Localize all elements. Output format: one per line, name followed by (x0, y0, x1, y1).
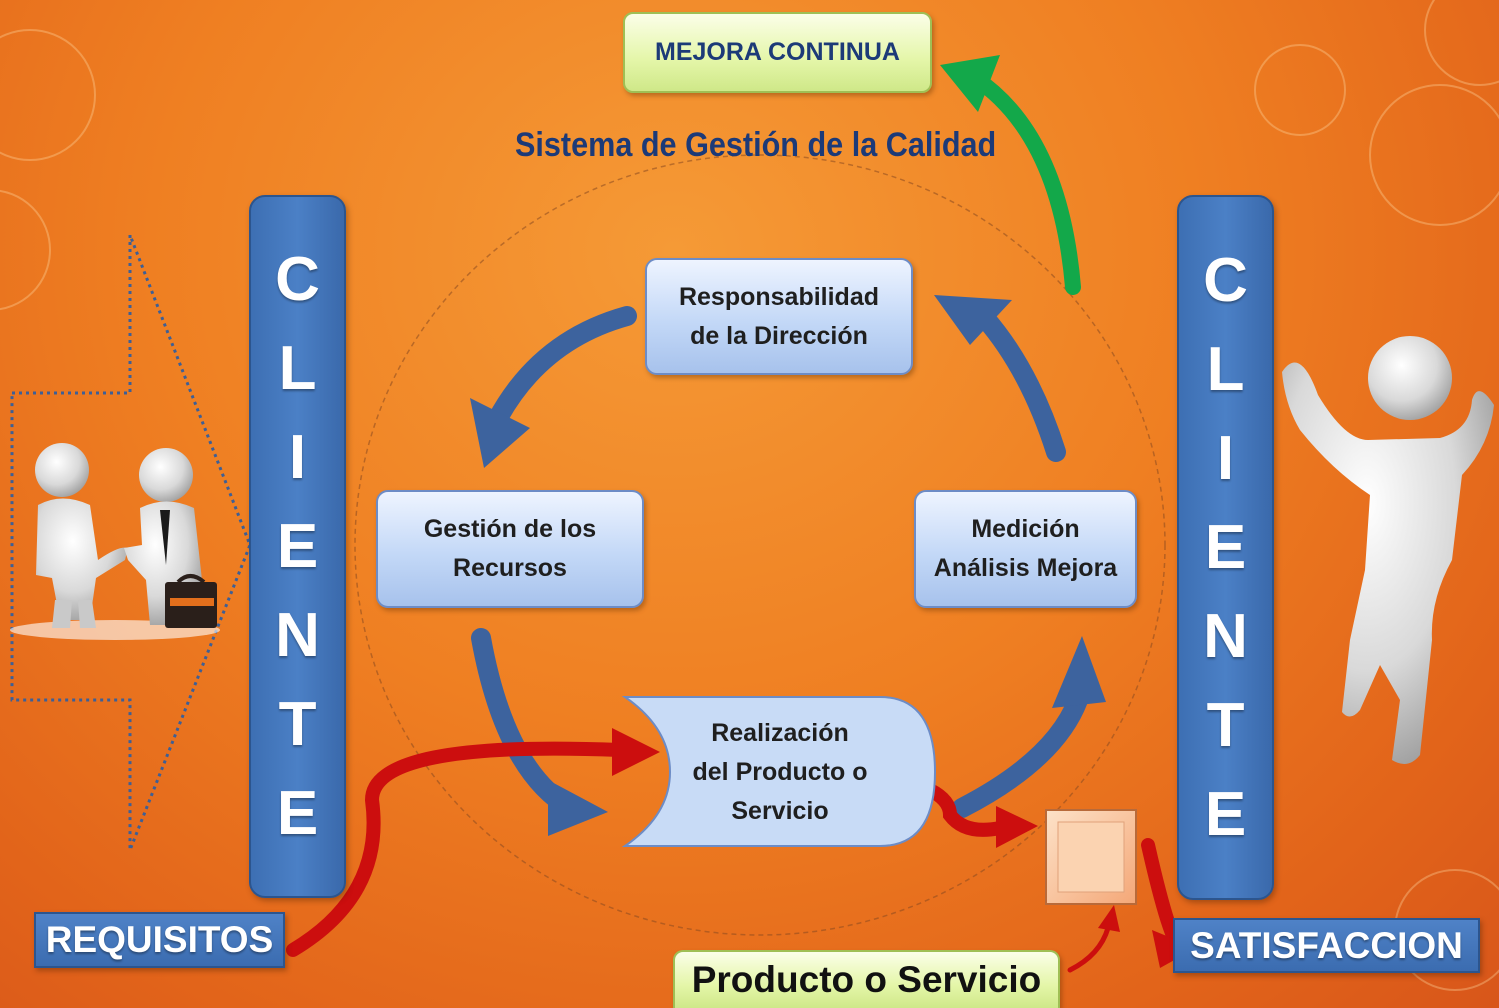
cliente-left-bar: C L I E N T E (249, 195, 346, 898)
requisitos-flow-arrow (286, 741, 627, 957)
requisitos-label: REQUISITOS (34, 912, 285, 968)
cycle-arrow-realizacion-to-medicion (952, 690, 1088, 818)
flow-arrows (286, 728, 1196, 973)
cliente-right-letter: L (1206, 335, 1245, 404)
cliente-left-letter: T (278, 690, 317, 759)
cliente-right-letter: E (1204, 780, 1247, 849)
requisitos-flow-arrow-head (612, 728, 660, 776)
cliente-right-letter: T (1206, 691, 1245, 760)
realizacion-text: Realización del Producto o Servicio (670, 705, 890, 840)
realizacion-shape (621, 696, 937, 847)
responsabilidad-line1: Responsabilidad (678, 282, 880, 311)
cliente-right-letter: I (1216, 424, 1235, 493)
producto-servicio-box: Producto o Servicio (673, 950, 1060, 1008)
satisfaccion-label: SATISFACCION (1173, 918, 1480, 973)
medicion-box: Medición Análisis Mejora (914, 490, 1137, 608)
cliente-right-letter: N (1203, 602, 1248, 671)
mejora-continua-box: MEJORA CONTINUA (623, 12, 932, 93)
mejora-continua-arrow (940, 55, 1081, 295)
cycle-arrow-direccion-to-recursos (487, 306, 637, 430)
cycle-arrow-head-recursos (470, 398, 530, 468)
producto-pointer-arrow-head (1098, 905, 1120, 932)
diagram-title: Sistema de Gestión de la Calidad (515, 126, 997, 164)
satisfaccion-flow-arrow (1141, 838, 1182, 947)
product-flow-arrow (923, 783, 1007, 837)
cliente-left-letter: E (276, 779, 319, 848)
responsabilidad-box: Responsabilidad de la Dirección (645, 258, 913, 375)
cycle-arrow-head-medicion (1052, 636, 1106, 708)
realizacion-line1: Realización (711, 719, 849, 747)
cliente-right-letter: E (1204, 513, 1247, 582)
recursos-box: Gestión de los Recursos (376, 490, 644, 608)
recursos-line2: Recursos (453, 554, 567, 582)
system-circle (354, 154, 1166, 936)
celebrating-figure-image (1282, 336, 1494, 764)
producto-pointer-arrow (1067, 925, 1111, 973)
product-box-icon (1045, 809, 1137, 905)
product-flow-arrow-head (996, 806, 1038, 848)
realizacion-line3: Servicio (731, 797, 829, 825)
cliente-left-letter: L (278, 334, 317, 403)
recursos-line1: Gestión de los (423, 515, 597, 543)
cycle-arrow-head-direccion (934, 295, 1012, 345)
mejora-continua-label: MEJORA CONTINUA (655, 38, 900, 66)
cliente-left-letter: N (275, 601, 320, 670)
cliente-right-bar: C L I E N T E (1177, 195, 1274, 900)
cycle-arrow-medicion-to-direccion (975, 308, 1066, 462)
responsabilidad-line2: de la Dirección (690, 321, 868, 350)
cycle-arrow-recursos-to-realizacion (471, 628, 580, 818)
medicion-line2: Análisis Mejora (933, 554, 1118, 582)
medicion-line1: Medición (971, 515, 1080, 543)
cliente-right-letter: C (1203, 246, 1248, 315)
realizacion-line2: del Producto o (692, 758, 868, 786)
cliente-left-letter: C (275, 245, 320, 314)
handshake-figures-image (10, 443, 220, 640)
cycle-arrow-head-realizacion (548, 780, 608, 836)
producto-servicio-label: Producto o Servicio (691, 959, 1042, 1000)
cliente-left-letter: E (276, 512, 319, 581)
cliente-left-letter: I (288, 423, 307, 492)
requisitos-input-arrow (10, 234, 252, 851)
